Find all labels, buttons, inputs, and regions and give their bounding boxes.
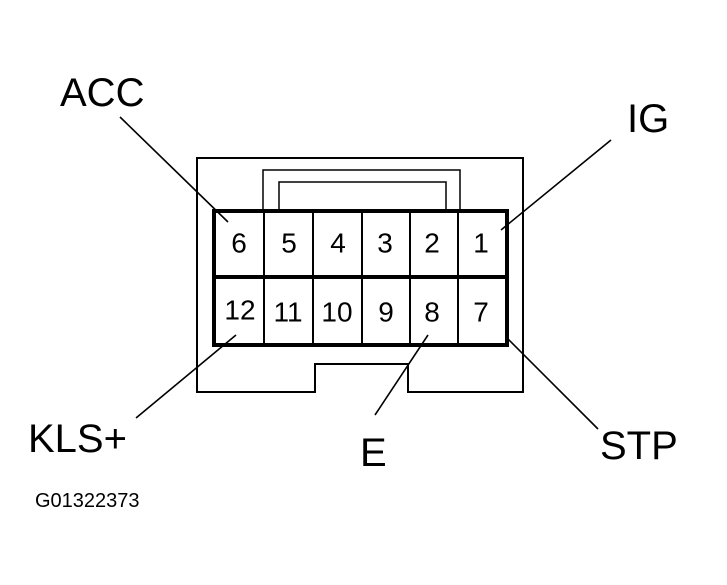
pin-box [457,211,507,277]
pin-box [263,211,314,277]
leader-line-stp [505,336,599,430]
pin-box [361,211,411,277]
pin-number: 10 [321,296,352,327]
pin-number: 8 [424,296,440,327]
pin-box [214,277,265,345]
pin-row-top: 6 5 4 3 2 1 [214,211,507,277]
pin-box [312,277,363,345]
callout-stp: STP [600,424,678,468]
pin-number: 11 [273,296,302,327]
pin-box [409,277,459,345]
pin-number: 7 [473,296,489,327]
pin-box [409,211,459,277]
pin-number: 1 [473,227,489,258]
pin-box [457,277,507,345]
callout-ig: IG [627,97,669,141]
pin-box [214,211,265,277]
leader-line-e [374,334,429,416]
leader-line-kls [135,334,237,419]
pin-row-bottom: 12 11 10 9 8 7 [214,277,507,345]
pin-number: 6 [231,227,247,258]
pin-number: 5 [281,227,297,258]
callout-acc: ACC [60,71,144,115]
pin-number: 4 [330,227,346,258]
figure-code: G01322373 [35,490,140,512]
pin-number: 2 [424,227,440,258]
leader-line-ig [500,139,612,231]
pin-number: 12 [224,294,255,325]
pin-number: 3 [377,227,393,258]
pin-number: 9 [378,296,394,327]
leader-line-acc [119,116,229,223]
leader-lines [119,116,612,430]
callout-e: E [360,431,387,475]
pin-box [263,277,314,345]
callout-kls: KLS+ [28,417,127,461]
